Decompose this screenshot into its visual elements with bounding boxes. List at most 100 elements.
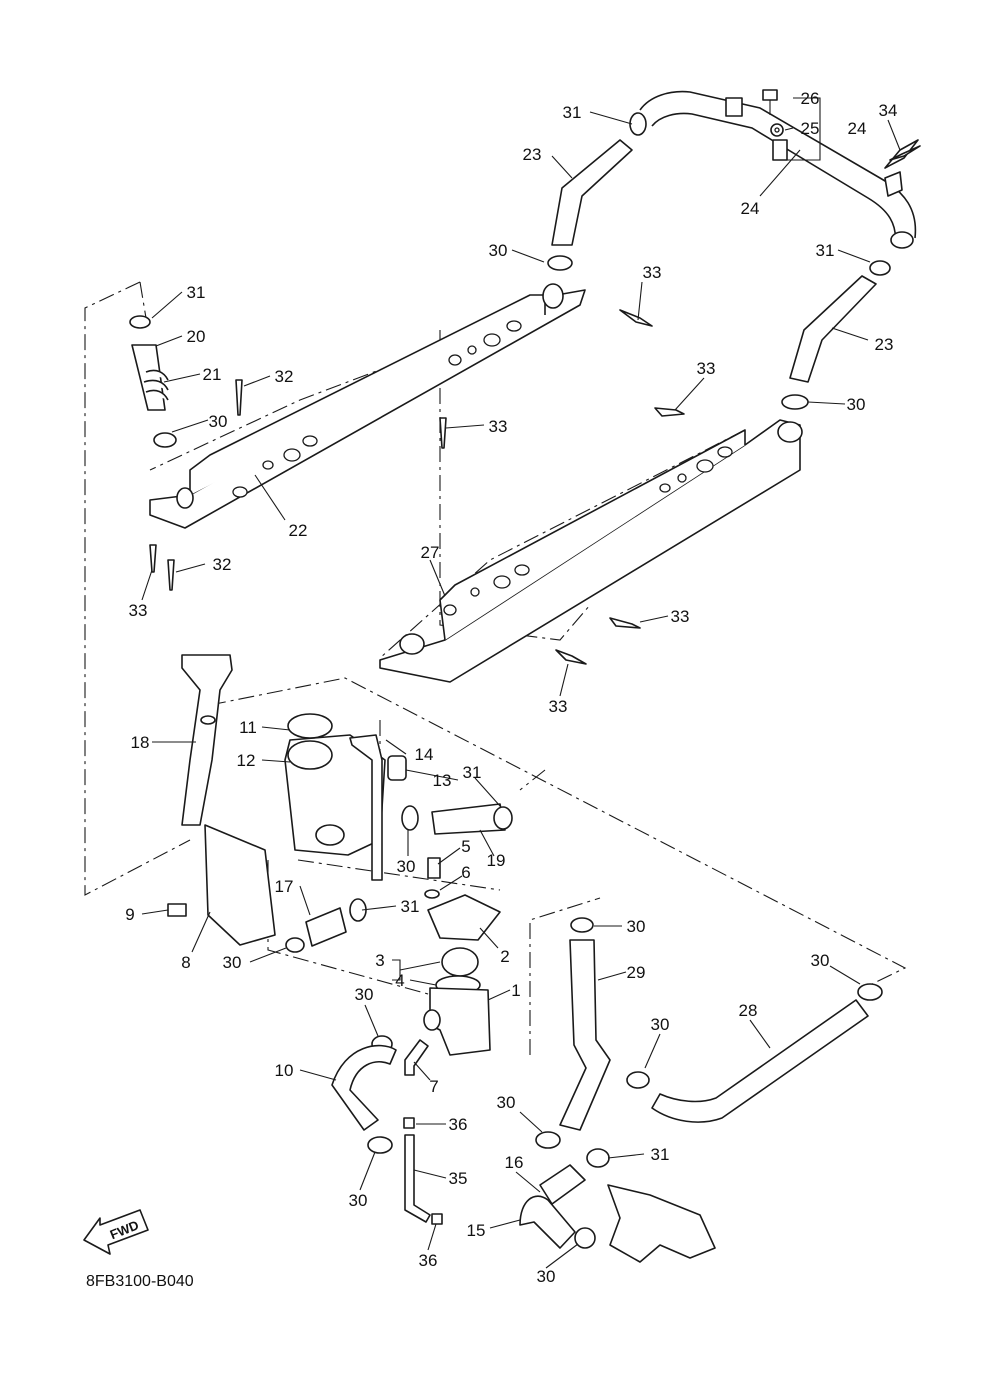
radiator-pipe-27 — [379, 419, 803, 683]
callout-33: 33 — [129, 601, 148, 620]
hose-clamp — [890, 231, 914, 249]
hose-clamp-31 — [129, 315, 151, 329]
tank-outlet — [315, 824, 345, 846]
rivet-33 — [149, 544, 157, 573]
callout-31: 31 — [463, 763, 482, 782]
clamps-36 — [403, 1117, 443, 1225]
callout-13: 13 — [433, 771, 452, 790]
callout-29: 29 — [627, 963, 646, 982]
hose-clamp-30 — [570, 917, 594, 933]
callout-31: 31 — [187, 283, 206, 302]
callout-30: 30 — [497, 1093, 516, 1112]
hose-16 — [539, 1148, 610, 1205]
callout-9: 9 — [125, 905, 134, 924]
hose-23-left — [547, 139, 633, 271]
fwd-arrow-icon: FWD — [83, 1209, 149, 1255]
callout-30: 30 — [651, 1015, 670, 1034]
callout-labels: 31 26 34 25 24 23 24 30 31 33 31 20 23 2… — [125, 89, 897, 1286]
rivet-32 — [167, 559, 175, 591]
callout-32: 32 — [275, 367, 294, 386]
callout-12: 12 — [237, 751, 256, 770]
callout-31: 31 — [651, 1145, 670, 1164]
callout-15: 15 — [467, 1221, 486, 1240]
callout-20: 20 — [187, 327, 206, 346]
callout-11: 11 — [239, 718, 257, 737]
radiator-pipe-24 — [629, 90, 917, 249]
hose-clamp-31 — [869, 260, 891, 276]
callout-36: 36 — [419, 1251, 438, 1270]
callout-10: 10 — [275, 1061, 294, 1080]
rivets-32 — [167, 379, 243, 591]
filler-neck — [287, 740, 333, 770]
rivet-33 — [619, 309, 653, 327]
callout-30: 30 — [223, 953, 242, 972]
callout-30: 30 — [397, 857, 416, 876]
hose-clamp-30 — [547, 255, 573, 271]
callout-32: 32 — [213, 555, 232, 574]
callout-4: 4 — [395, 971, 404, 990]
hose-clamp-36 — [431, 1213, 443, 1225]
callout-30: 30 — [847, 395, 866, 414]
callout-8: 8 — [181, 953, 190, 972]
callout-24: 24 — [741, 199, 760, 218]
rivet-33 — [439, 417, 447, 449]
callout-1: 1 — [511, 981, 520, 1000]
hose-10 — [331, 1035, 397, 1154]
pipe-outlet — [176, 487, 194, 509]
bolt-9 — [167, 903, 187, 917]
rivet-33 — [555, 649, 587, 665]
callout-33: 33 — [671, 607, 690, 626]
callout-2: 2 — [500, 947, 509, 966]
reservoir-tank-12 — [284, 734, 386, 856]
callout-23: 23 — [523, 145, 542, 164]
reservoir-cap-11 — [287, 713, 333, 739]
callout-19: 19 — [487, 851, 506, 870]
hose-17 — [285, 898, 367, 953]
pipe-inlet — [542, 283, 564, 309]
callout-33: 33 — [643, 263, 662, 282]
hose-clamp-30 — [574, 1227, 596, 1249]
callout-27: 27 — [421, 543, 440, 562]
callout-22: 22 — [289, 521, 308, 540]
callout-34: 34 — [879, 101, 898, 120]
hose-clamp-30 — [367, 1136, 393, 1154]
thermostat-3 — [441, 947, 479, 977]
washer-25 — [770, 123, 784, 137]
hose-clamp-30 — [535, 1131, 561, 1149]
callout-31: 31 — [816, 241, 835, 260]
callout-18: 18 — [131, 733, 150, 752]
callout-6: 6 — [461, 863, 470, 882]
callout-28: 28 — [739, 1001, 758, 1020]
hose-clamp-31 — [493, 806, 513, 830]
hose-35 — [404, 1134, 431, 1223]
grommet-13 — [387, 755, 407, 781]
hose-clamp-36 — [403, 1117, 415, 1129]
bolt-5 — [427, 857, 441, 879]
washer-6 — [424, 889, 440, 899]
pipe-stay — [884, 171, 903, 197]
bracket-8 — [204, 824, 276, 946]
callout-21: 21 — [203, 365, 222, 384]
hose-23-right — [781, 260, 891, 410]
callout-33: 33 — [549, 697, 568, 716]
callout-33: 33 — [697, 359, 716, 378]
rivet-33 — [654, 407, 685, 417]
pipe-boss — [772, 139, 788, 161]
rivets-33 — [149, 145, 921, 665]
hose-clamp-30 — [401, 805, 419, 831]
pipe-inlet — [777, 421, 803, 443]
pipe-outlet — [399, 633, 425, 655]
callout-30: 30 — [489, 241, 508, 260]
bolt-26 — [762, 89, 778, 115]
radiator-pipe-22 — [149, 283, 586, 529]
callout-31: 31 — [401, 897, 420, 916]
hose-15 — [519, 1195, 596, 1249]
diagram-code: 8FB3100-B040 — [86, 1273, 194, 1290]
hose-clamp-31 — [586, 1148, 610, 1168]
hose-clamp-30 — [285, 937, 305, 953]
hose-20 — [131, 344, 166, 411]
callout-26: 26 — [801, 89, 820, 108]
callout-33: 33 — [489, 417, 508, 436]
joint-pipe — [607, 1184, 716, 1263]
pipe-7 — [404, 1039, 429, 1076]
